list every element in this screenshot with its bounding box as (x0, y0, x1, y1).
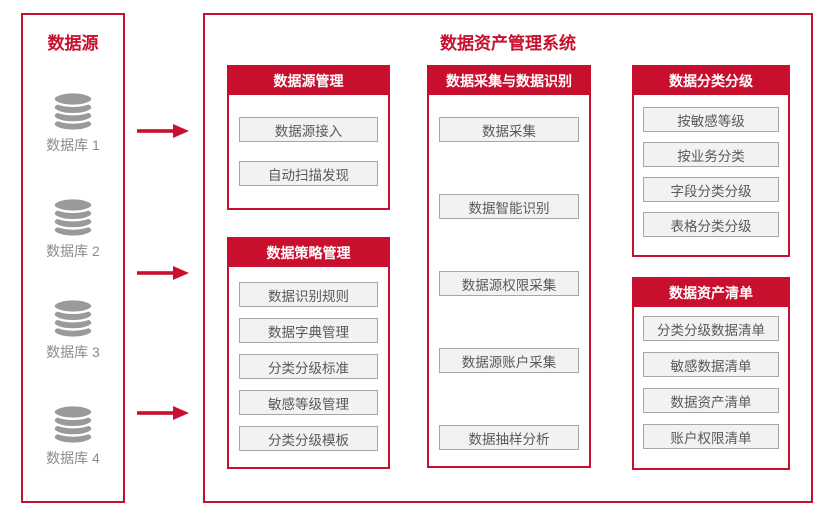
module-item: 自动扫描发现 (238, 161, 379, 186)
database-icon (52, 196, 94, 238)
database-item: 数据库 4 (23, 403, 123, 468)
database-label: 数据库 4 (46, 450, 100, 466)
box-data-policy-management-header: 数据策略管理 (229, 239, 388, 267)
database-icon (52, 403, 94, 445)
module-item: 账户权限清单 (643, 424, 779, 449)
database-item: 数据库 1 (23, 90, 123, 155)
database-label: 数据库 1 (46, 137, 100, 153)
database-item: 数据库 2 (23, 196, 123, 261)
module-item: 分类分级数据清单 (643, 316, 779, 341)
flow-arrow-icon (137, 406, 189, 420)
box-data-classification-grading-body: 按敏感等级 按业务分类 字段分类分级 表格分类分级 (634, 95, 788, 255)
module-item: 分类分级模板 (238, 426, 379, 451)
module-item: 分类分级标准 (238, 354, 379, 379)
box-data-collection-identification: 数据采集与数据识别 数据采集 数据智能识别 数据源权限采集 数据源账户采集 数据… (427, 65, 591, 468)
box-data-policy-management-body: 数据识别规则 数据字典管理 分类分级标准 敏感等级管理 分类分级模板 (229, 267, 388, 467)
database-icon (52, 90, 94, 132)
source-panel-title: 数据源 (47, 34, 99, 53)
database-label: 数据库 2 (46, 243, 100, 259)
box-data-classification-grading: 数据分类分级 按敏感等级 按业务分类 字段分类分级 表格分类分级 (632, 65, 790, 257)
module-item: 敏感等级管理 (238, 390, 379, 415)
box-data-asset-inventory-header: 数据资产清单 (634, 279, 788, 307)
box-data-policy-management: 数据策略管理 数据识别规则 数据字典管理 分类分级标准 敏感等级管理 分类分级模… (227, 237, 390, 469)
box-data-collection-identification-header: 数据采集与数据识别 (429, 67, 589, 95)
database-item: 数据库 3 (23, 297, 123, 362)
module-item: 数据识别规则 (238, 282, 379, 307)
database-icon (52, 297, 94, 339)
database-label: 数据库 3 (46, 344, 100, 360)
flow-arrow-icon (137, 266, 189, 280)
module-item: 数据源权限采集 (438, 271, 580, 296)
box-data-asset-inventory-body: 分类分级数据清单 敏感数据清单 数据资产清单 账户权限清单 (634, 307, 788, 468)
flow-arrow-icon (137, 124, 189, 138)
module-item: 表格分类分级 (643, 212, 779, 237)
box-data-source-management-body: 数据源接入 自动扫描发现 (229, 95, 388, 208)
module-item: 数据智能识别 (438, 194, 580, 219)
module-item: 数据抽样分析 (438, 425, 580, 450)
module-item: 数据资产清单 (643, 388, 779, 413)
system-panel: 数据资产管理系统 数据源管理 数据源接入 自动扫描发现 数据策略管理 数据识别规… (203, 13, 813, 503)
module-item: 按业务分类 (643, 142, 779, 167)
box-data-collection-identification-body: 数据采集 数据智能识别 数据源权限采集 数据源账户采集 数据抽样分析 (429, 95, 589, 466)
box-data-source-management: 数据源管理 数据源接入 自动扫描发现 (227, 65, 390, 210)
module-item: 数据字典管理 (238, 318, 379, 343)
box-data-source-management-header: 数据源管理 (229, 67, 388, 95)
module-item: 字段分类分级 (643, 177, 779, 202)
data-source-panel: 数据源 数据库 1 数据库 2 (21, 13, 125, 503)
module-item: 敏感数据清单 (643, 352, 779, 377)
box-data-classification-grading-header: 数据分类分级 (634, 67, 788, 95)
module-item: 数据源接入 (238, 117, 379, 142)
module-item: 数据采集 (438, 117, 580, 142)
box-data-asset-inventory: 数据资产清单 分类分级数据清单 敏感数据清单 数据资产清单 账户权限清单 (632, 277, 790, 470)
module-item: 按敏感等级 (643, 107, 779, 132)
system-panel-title: 数据资产管理系统 (440, 34, 576, 53)
module-item: 数据源账户采集 (438, 348, 580, 373)
